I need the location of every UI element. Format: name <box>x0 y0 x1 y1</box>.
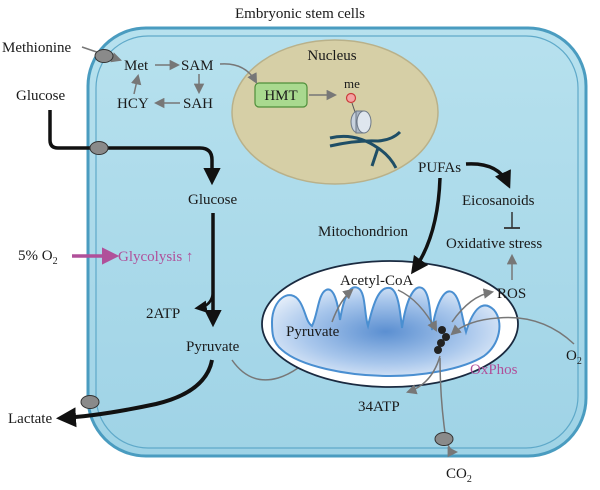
o2-to-oxphos-arrow <box>450 316 575 345</box>
o2-percent-label: 5% O2 <box>18 248 58 267</box>
pufas-label: PUFAs <box>418 160 461 176</box>
mito-to-ros-arrow <box>451 288 495 323</box>
glycolysis-label: Glycolysis ↑ <box>118 249 193 265</box>
nucleus-shape <box>231 39 439 185</box>
pufas-to-eicosanoids-arrow <box>465 162 511 189</box>
sah-label: SAH <box>183 96 213 112</box>
mitochondrion-cristae <box>270 286 501 378</box>
acetyl-coa-label: Acetyl-CoA <box>340 273 413 289</box>
glucose-outside-label: Glucose <box>16 88 65 104</box>
eicosanoids-label: Eicosanoids <box>462 193 535 209</box>
oxphos-label: OxPhos <box>470 362 518 378</box>
pyruvate-to-acetylcoa-arrow <box>331 288 354 323</box>
lactate-transporter <box>80 395 100 409</box>
pyruvate-to-lactate-arrow <box>56 359 214 428</box>
ros-label: ROS <box>497 286 526 302</box>
me-stem <box>351 102 356 113</box>
hmt-label: HMT <box>264 88 297 104</box>
me-label: me <box>344 76 360 91</box>
co2-label: CO2 <box>446 466 472 485</box>
methionine-label: Methionine <box>2 40 71 56</box>
sam-to-hmt-arrow <box>219 63 258 84</box>
nucleus-label: Nucleus <box>307 48 356 64</box>
hcy-label: HCY <box>117 96 149 112</box>
methyl-group-icon <box>345 92 357 104</box>
methionine-transporter <box>94 49 114 63</box>
oxidative-stress-label: Oxidative stress <box>446 236 542 252</box>
pyruvate-cytosol-label: Pyruvate <box>186 339 240 355</box>
glucose-uptake-arrow <box>48 110 221 186</box>
hmt-box <box>254 82 308 108</box>
met-label: Met <box>124 58 149 74</box>
co2-transporter <box>434 432 454 446</box>
two-atp-arrow <box>194 291 215 313</box>
hcy-to-met-arrow <box>131 73 142 95</box>
pufas-to-acetylcoa-arrow <box>410 177 442 275</box>
cell-inner-membrane <box>95 35 579 449</box>
pyruvate-mito-label: Pyruvate <box>286 324 340 340</box>
etc-complex-icon <box>434 326 450 354</box>
oxphos-to-atp-arrow <box>406 355 441 395</box>
atp34-label: 34ATP <box>358 399 400 415</box>
glucose-inside-label: Glucose <box>188 192 237 208</box>
mitochondrion-label: Mitochondrion <box>318 224 408 240</box>
two-atp-label: 2ATP <box>146 306 180 322</box>
diagram-title: Embryonic stem cells <box>235 6 365 22</box>
nucleosome-icon <box>350 110 372 134</box>
o2-right-label: O2 <box>566 348 582 367</box>
glucose-transporter <box>89 141 109 155</box>
lactate-label: Lactate <box>8 411 52 427</box>
acetylcoa-to-oxphos-arrow <box>397 289 437 332</box>
dna-strand-icon <box>329 130 402 169</box>
sam-label: SAM <box>181 58 214 74</box>
